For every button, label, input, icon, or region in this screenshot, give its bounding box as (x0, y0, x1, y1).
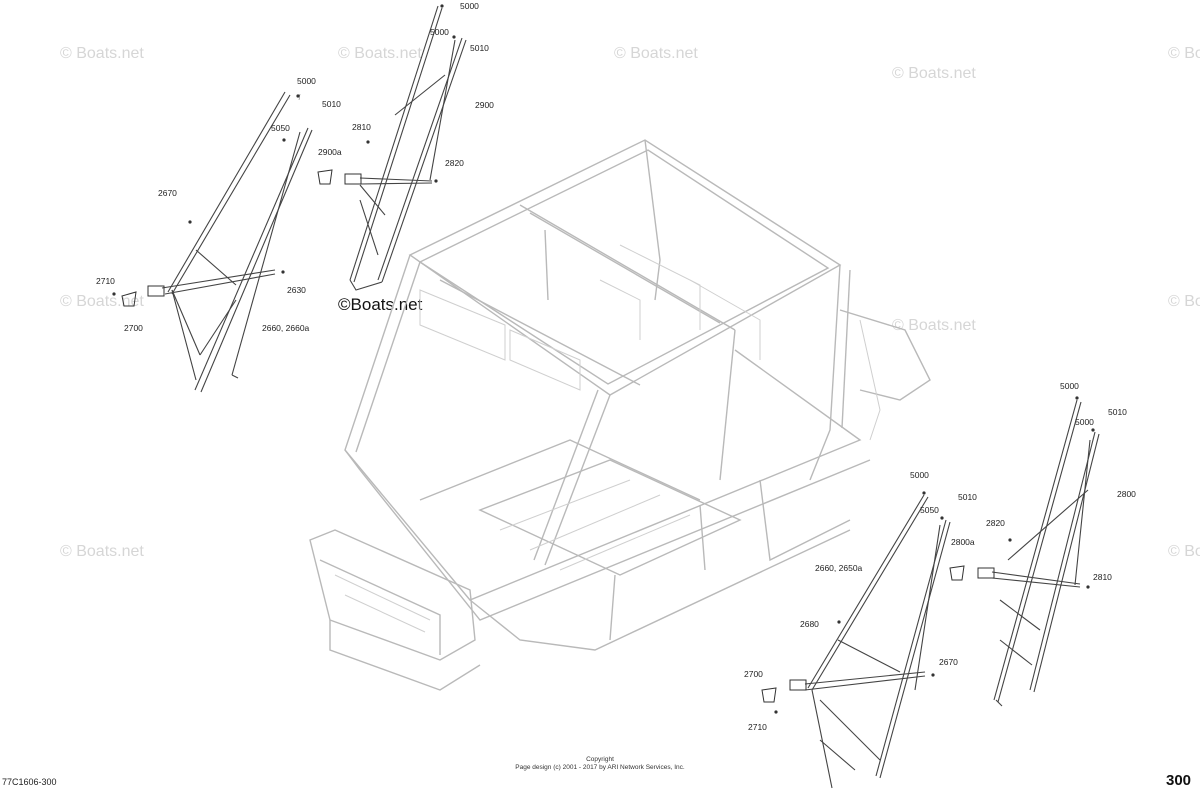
watermark: © Boats.net (892, 317, 976, 334)
callout-label: 5000 (1075, 417, 1094, 427)
callout-label: 2900 (475, 100, 494, 110)
callout-label: 2810 (1093, 572, 1112, 582)
callout-label: 2800 (1117, 489, 1136, 499)
watermark: © Boats.net (614, 45, 698, 62)
watermark: © Boats.net (1168, 543, 1200, 560)
callout-label: 2800a (951, 537, 975, 547)
callout-label: 2820 (986, 518, 1005, 528)
callout-label: 2710 (96, 276, 115, 286)
copyright-block: Copyright Page design (c) 2001 - 2017 by… (480, 756, 720, 772)
watermark-layer: © Boats.net © Boats.net © Boats.net © Bo… (60, 45, 1200, 560)
bottom-net-assembly (761, 491, 951, 789)
callout-label: 2710 (748, 722, 767, 732)
watermark: © Boats.net (338, 45, 422, 62)
callout-label: 2670 (939, 657, 958, 667)
top-net-assembly (317, 4, 467, 291)
callout-label: 5010 (1108, 407, 1127, 417)
watermark: © Boats.net (60, 293, 144, 310)
watermark: © Boats.net (1168, 45, 1200, 62)
callout-label: 5050 (920, 505, 939, 515)
callout-label: 5010 (958, 492, 977, 502)
callout-label: 2820 (445, 158, 464, 168)
callout-label: 5000 (430, 27, 449, 37)
page-number: 300 (1166, 772, 1192, 789)
callout-label: 5000 (910, 470, 929, 480)
callout-label: 2810 (352, 122, 371, 132)
callout-label: 5050 (271, 123, 290, 133)
watermark: © Boats.net (60, 543, 144, 560)
callout-label: 2900a (318, 147, 342, 157)
callout-label: 5010 (470, 43, 489, 53)
copyright-text: Page design (c) 2001 - 2017 by ARI Netwo… (515, 764, 685, 771)
right-net-assembly (949, 396, 1100, 707)
callout-label: 5000 (1060, 381, 1079, 391)
watermark: © Boats.net (60, 45, 144, 62)
callout-label: 2660, 2650a (815, 563, 863, 573)
callout-label: 2660, 2660a (262, 323, 310, 333)
left-net-assembly (112, 91, 313, 393)
callout-label: 2700 (744, 669, 763, 679)
callout-label: 5010 (322, 99, 341, 109)
callout-label: 5000 (460, 1, 479, 11)
copyright-title: Copyright (586, 756, 614, 763)
callout-label: 2630 (287, 285, 306, 295)
watermark: © Boats.net (1168, 293, 1200, 310)
callout-label: 2670 (158, 188, 177, 198)
callout-label: 2700 (124, 323, 143, 333)
diagram-code: 77C1606-300 (2, 777, 57, 787)
watermark-center: ©Boats.net (338, 295, 423, 314)
vehicle-frame (309, 139, 931, 691)
callout-label: 2680 (800, 619, 819, 629)
watermark: © Boats.net (892, 65, 976, 82)
callout-label: 5000 (297, 76, 316, 86)
